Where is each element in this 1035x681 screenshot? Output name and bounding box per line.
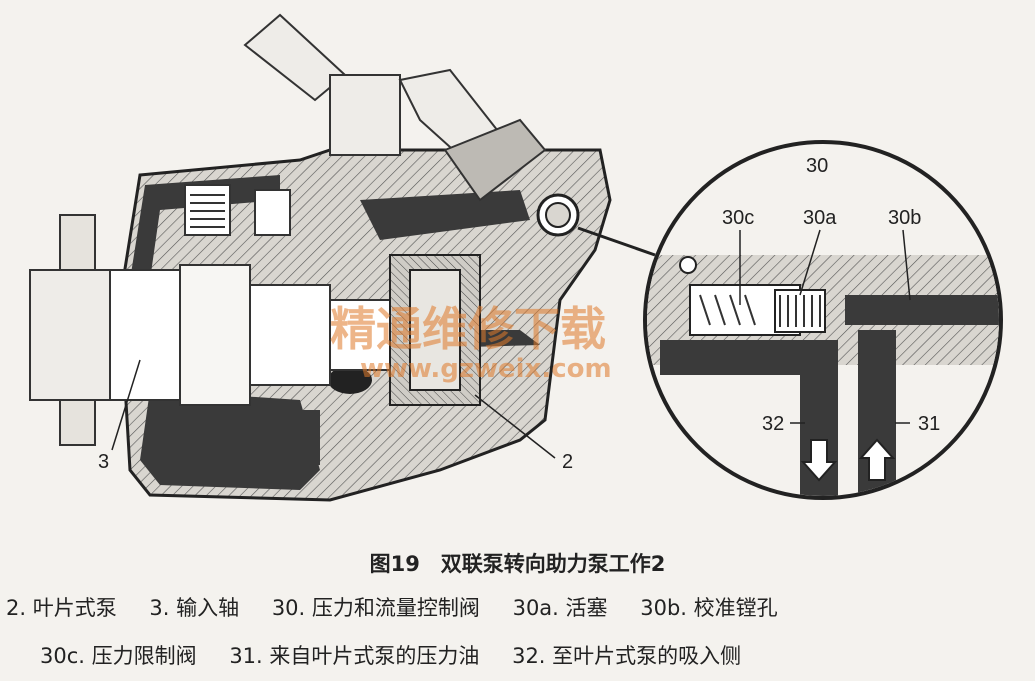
label-part-2: 2 [562,451,573,473]
detail-magnifier [643,140,1003,500]
legend-item: 32. 至叶片式泵的吸入侧 [512,644,742,668]
label-part-30a: 30a [803,207,837,229]
input-shaft [29,214,391,446]
watermark-text: 精通维修下载 [330,302,606,356]
inlet-pipes [243,13,547,202]
legend-item: 3. 输入轴 [149,596,240,620]
legend-line-2: 30c. 压力限制阀 31. 来自叶片式泵的压力油 32. 至叶片式泵的吸入侧 [40,640,767,670]
figure-caption: 图19 双联泵转向助力泵工作2 [369,552,666,576]
flow-arrow-up [858,438,896,481]
watermark-url: www.gzweix.com [360,354,612,384]
legend-item: 31. 来自叶片式泵的压力油 [229,644,480,668]
label-part-32: 32 [762,413,784,435]
relief-valve-spring [184,184,291,236]
legend-line-1: 2. 叶片式泵 3. 输入轴 30. 压力和流量控制阀 30a. 活塞 30b.… [6,592,804,622]
label-part-31: 31 [918,413,940,435]
legend-item: 2. 叶片式泵 [6,596,117,620]
flow-arrow-down [800,439,838,482]
detail-port [536,193,656,257]
label-part-30b: 30b [888,207,921,229]
leader-lines [111,229,911,459]
label-part-3: 3 [98,451,109,473]
legend-item: 30c. 压力限制阀 [40,644,197,668]
label-part-30: 30 [806,155,828,177]
vane-pump [389,254,481,406]
legend-item: 30. 压力和流量控制阀 [271,596,480,620]
pump-cross-section-diagram: 3 2 30 30c 30a 30b 32 31 精通维修下载 www.gzwe… [29,13,1003,502]
legend-item: 30a. 活塞 [512,596,608,620]
label-part-30c: 30c [722,207,754,229]
legend-item: 30b. 校准镗孔 [640,596,778,620]
